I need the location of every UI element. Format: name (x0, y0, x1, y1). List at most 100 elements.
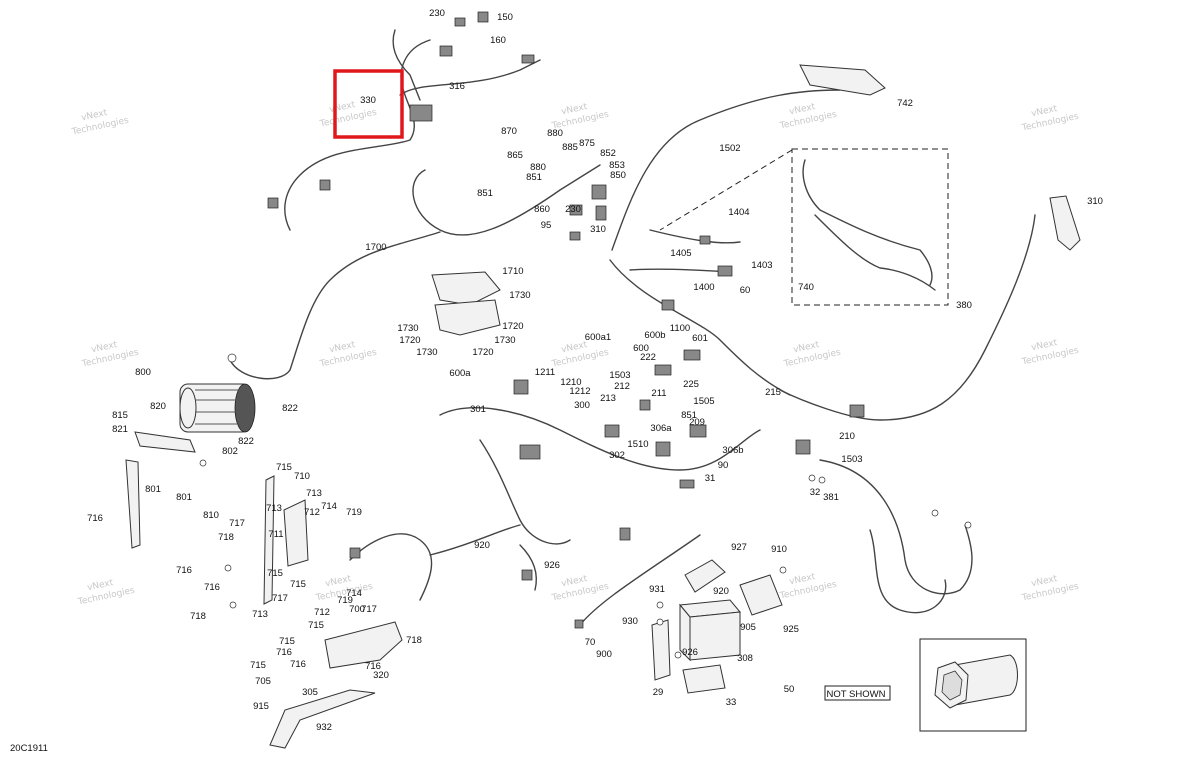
battery-front (689, 611, 741, 661)
bracket-915 (684, 559, 726, 593)
highlight-box (333, 69, 404, 139)
callout-714: 714 (321, 501, 337, 512)
connector-left-1 (267, 197, 279, 209)
callout-1503: 1503 (609, 370, 630, 381)
callout-927: 927 (731, 542, 747, 553)
callout-306b: 306b (722, 445, 743, 456)
callout-713: 713 (266, 503, 282, 514)
callout-925: 925 (783, 624, 799, 635)
callout-160: 160 (490, 35, 506, 46)
callout-306a: 306a (650, 423, 672, 434)
callout-885: 885 (562, 142, 578, 153)
battery-900 (679, 599, 741, 662)
clip-802 (199, 459, 207, 467)
callout-32: 32 (810, 487, 821, 498)
callout-810: 810 (203, 510, 219, 521)
callout-742: 742 (897, 98, 913, 109)
connector-209 (689, 424, 707, 438)
callout-211: 211 (651, 388, 666, 399)
callout-1211: 1211 (535, 367, 555, 378)
grommet-hex-inner (941, 670, 963, 701)
document-code: 20C1911 (10, 743, 48, 754)
harness-305-wire (349, 533, 433, 601)
callout-920: 920 (713, 586, 729, 597)
callout-715: 715 (276, 462, 292, 473)
callout-1730: 1730 (494, 335, 515, 346)
callout-1700: 1700 (365, 242, 386, 253)
callout-31: 31 (705, 473, 716, 484)
connector-mid (661, 299, 675, 311)
callout-1405: 1405 (670, 248, 691, 259)
callout-230: 230 (429, 8, 445, 19)
callout-601: 601 (692, 333, 708, 344)
callout-1404: 1404 (728, 207, 749, 218)
callout-1403: 1403 (751, 260, 772, 271)
callout-1730: 1730 (509, 290, 530, 301)
harness-60-drawing (802, 159, 933, 286)
callout-800: 800 (135, 367, 151, 378)
harness-310-right (779, 214, 1036, 421)
callout-713: 713 (252, 609, 268, 620)
module-1700 (431, 271, 501, 306)
connector-212 (639, 399, 651, 411)
harness-305-right (429, 524, 521, 556)
callout-1400: 1400 (693, 282, 714, 293)
callout-801: 801 (145, 484, 161, 495)
connector-210 (655, 441, 671, 457)
callout-1510: 1510 (627, 439, 648, 450)
callout-714: 714 (346, 588, 362, 599)
callout-600a1: 600a1 (585, 332, 611, 343)
callout-381: 381 (823, 492, 839, 503)
connector-230b (569, 231, 581, 241)
callout-50: 50 (784, 684, 795, 695)
callout-716: 716 (176, 565, 192, 576)
battery-holder-910 (651, 619, 671, 681)
connector-160 (439, 45, 453, 57)
callout-1503: 1503 (841, 454, 862, 465)
callout-715: 715 (250, 660, 266, 671)
callout-1505: 1505 (693, 396, 714, 407)
connector-90 (679, 479, 695, 489)
parts-layer (125, 64, 1081, 749)
callout-1710: 1710 (502, 266, 523, 277)
callout-300: 300 (574, 400, 590, 411)
clip-927 (656, 618, 664, 626)
callout-1210: 1210 (560, 377, 581, 388)
callout-932: 932 (316, 722, 332, 733)
callout-851: 851 (681, 410, 697, 421)
callout-1720: 1720 (472, 347, 493, 358)
light-bracket-710 (283, 499, 309, 567)
callout-700: 700 (349, 604, 365, 615)
callout-215: 215 (765, 387, 781, 398)
callout-209: 209 (689, 417, 705, 428)
callout-600b: 600b (644, 330, 665, 341)
callout-926: 926 (544, 560, 560, 571)
callout-719: 719 (346, 507, 362, 518)
harness-300-loop (439, 407, 761, 471)
grommet-70 (934, 654, 1018, 709)
harness-50-wire (819, 459, 973, 595)
connector-1502 (699, 235, 711, 245)
callout-880: 880 (547, 128, 563, 139)
callout-875: 875 (579, 138, 595, 149)
callout-33: 33 (726, 697, 737, 708)
callout-301: 301 (470, 404, 486, 415)
callout-801: 801 (176, 492, 192, 503)
callout-717: 717 (272, 593, 288, 604)
callout-310: 310 (1087, 196, 1103, 207)
relay-block (409, 104, 433, 122)
callout-822: 822 (238, 436, 254, 447)
harness-1404-wire (629, 268, 731, 273)
connector-left-2 (319, 179, 331, 191)
clip-920 (674, 651, 682, 659)
clip-715 (229, 601, 237, 609)
harness-50-loop (869, 529, 947, 614)
callout-600: 600 (633, 343, 649, 354)
light-strip-711 (263, 475, 275, 605)
sensor-215 (513, 379, 529, 395)
winch-800 (179, 383, 256, 433)
winch-motor-end (179, 387, 197, 429)
harness-380-wire (412, 164, 601, 236)
callout-718: 718 (406, 635, 422, 646)
